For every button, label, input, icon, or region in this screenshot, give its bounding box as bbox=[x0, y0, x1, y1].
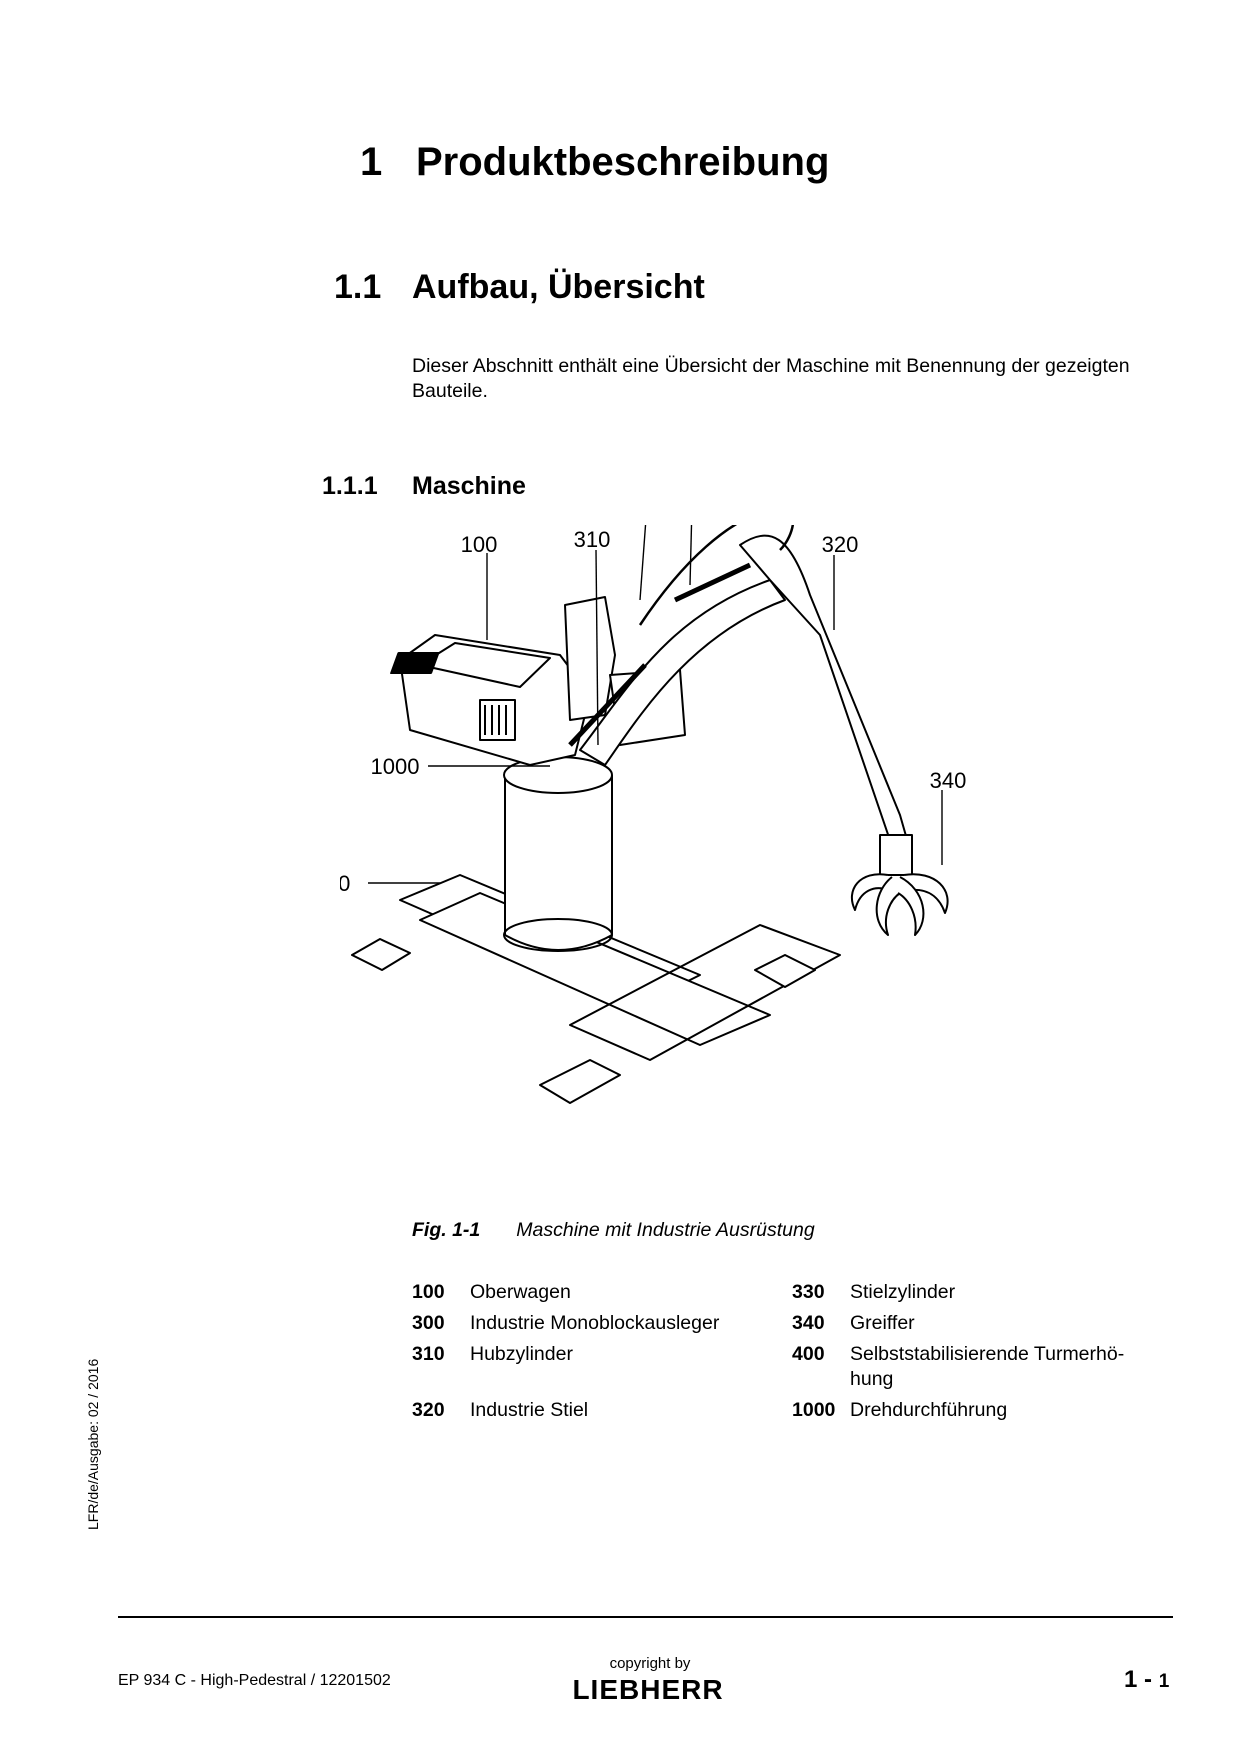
callout-1000: 1000 bbox=[371, 754, 420, 779]
legend-row: 320 Industrie Stiel 1000 Drehdurchführung bbox=[412, 1398, 1192, 1423]
machine-drawing: 300 330 100 310 320 1000 340 400 bbox=[340, 525, 967, 1104]
legend-text: Industrie Monoblockausleger bbox=[470, 1312, 720, 1334]
copyright-text: copyright by bbox=[609, 1655, 691, 1672]
carriage-roof bbox=[419, 642, 551, 688]
legend-row: 100 Oberwagen 330 Stielzylinder bbox=[412, 1280, 1192, 1305]
legend-text: Industrie Stiel bbox=[470, 1399, 589, 1421]
legend-number: 310 bbox=[412, 1343, 445, 1365]
legend-text: Hubzylinder bbox=[470, 1343, 573, 1365]
legend-text: Stielzylinder bbox=[850, 1281, 956, 1303]
figure-label: Fig. 1-1 bbox=[412, 1219, 481, 1241]
chapter-number: 1 bbox=[360, 140, 383, 184]
pedestal-flange bbox=[503, 918, 613, 952]
pedestal-column bbox=[504, 775, 613, 951]
base-foot-left bbox=[351, 938, 411, 971]
hydraulic-hoses bbox=[638, 525, 795, 626]
legend-number: 400 bbox=[792, 1343, 825, 1365]
legend-row: 310 Hubzylinder 400 Selbststabilisierende … bbox=[412, 1342, 1192, 1392]
lift-cylinder bbox=[568, 663, 647, 747]
legend-number: 320 bbox=[412, 1399, 445, 1421]
legend-number: 100 bbox=[412, 1281, 445, 1303]
legend-number: 300 bbox=[412, 1312, 445, 1334]
section-number: 1.1 bbox=[334, 268, 382, 306]
subsection-number: 1.1.1 bbox=[322, 472, 378, 500]
subsection-title: Maschine bbox=[412, 472, 526, 500]
radiator-grille bbox=[479, 699, 516, 741]
liebherr-logo: LIEBHERR bbox=[572, 1676, 723, 1702]
callout-340: 340 bbox=[930, 768, 967, 793]
legend-text: Greiffer bbox=[850, 1312, 915, 1334]
legend-text: Drehdurchführung bbox=[850, 1399, 1008, 1421]
figure-caption: Fig. 1-1 Maschine mit Industrie Ausrüstun… bbox=[412, 1219, 815, 1242]
legend-number: 340 bbox=[792, 1312, 825, 1334]
chapter-heading: 1 Produktbeschreibung bbox=[360, 140, 829, 185]
base-foot-front bbox=[539, 1059, 621, 1104]
intro-paragraph: Dieser Abschnitt enthält eine Übersicht … bbox=[412, 355, 1130, 402]
logo-wordmark: LIEBHERR bbox=[572, 1676, 723, 1702]
callout-100: 100 bbox=[461, 532, 498, 557]
footer-divider bbox=[118, 1616, 1173, 1618]
callout-400: 400 bbox=[340, 871, 350, 896]
base-foot-right bbox=[754, 954, 816, 988]
legend-text: Oberwagen bbox=[470, 1281, 571, 1303]
callout-310: 310 bbox=[574, 527, 611, 552]
edition-note: LFR/de/Ausgabe: 02 / 2016 bbox=[85, 1358, 101, 1530]
page-number: 1 - 1 bbox=[1124, 1666, 1169, 1694]
page-number-chapter: 1 - bbox=[1124, 1666, 1153, 1693]
document-reference: EP 934 C - High-Pedestral / 12201502 bbox=[118, 1672, 391, 1689]
grab-rotator bbox=[879, 834, 913, 876]
callout-320: 320 bbox=[822, 532, 859, 557]
base-beam-right bbox=[569, 924, 841, 1061]
legend-number: 1000 bbox=[792, 1399, 836, 1421]
page-number-page: 1 bbox=[1158, 1671, 1170, 1692]
grab-tines bbox=[850, 873, 949, 936]
stick-cylinder bbox=[673, 562, 752, 603]
legend-number: 330 bbox=[792, 1281, 825, 1303]
legend-text: Selbststabilisierende Turmerhö- hung bbox=[850, 1343, 1125, 1390]
section-title: Aufbau, Übersicht bbox=[412, 268, 705, 306]
chapter-title: Produktbeschreibung bbox=[416, 140, 830, 184]
legend-row: 300 Industrie Monoblockausleger 340 Greiff… bbox=[412, 1311, 1192, 1336]
figure-caption-text: Maschine mit Industrie Ausrüstung bbox=[516, 1219, 815, 1241]
roof-vents bbox=[390, 652, 440, 674]
operator-cab bbox=[564, 596, 616, 721]
